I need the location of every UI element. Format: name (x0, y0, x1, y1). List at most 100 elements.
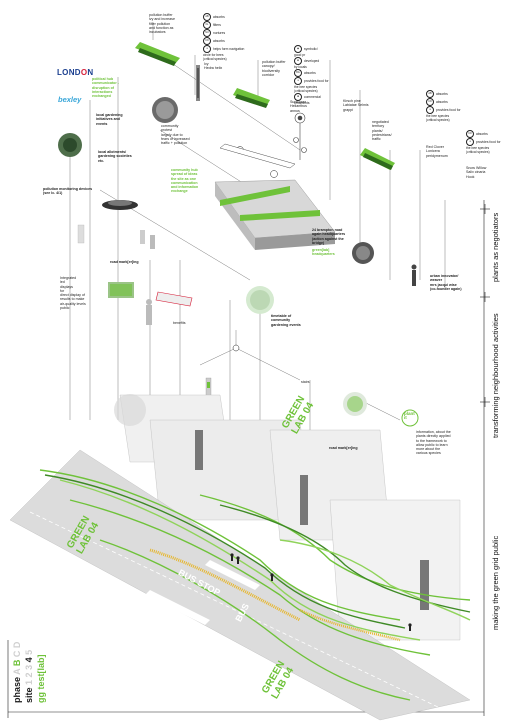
legend-b-text-4: commercial ornaments (294, 94, 321, 105)
label-pollution-buffer-right: pollution buffer canopy/ biodiversity co… (262, 60, 286, 77)
legend-b-item: ◉symbolic/ good pr (294, 45, 329, 57)
legend-b-item: ✿developed by locals (294, 57, 329, 69)
legend-a-text-0: absorbs (213, 14, 225, 19)
label-timetable: timetable of community gardening events (271, 314, 301, 327)
label-stairs: stairs (301, 380, 310, 384)
legend-a-text-1: filters (213, 22, 221, 27)
bee-icon: ✈ (294, 77, 302, 85)
legend-c-text-1: absorbs (436, 99, 448, 104)
london-logo-end: N (87, 68, 94, 77)
legend-b-text-1: developed by locals (294, 58, 320, 69)
label-road-marking-top: road mark[er]ing (110, 260, 139, 264)
label-negotiated: negotiated territory plants/ pedestrians… (372, 120, 392, 142)
legend-c-text-3: absorbs (476, 131, 488, 136)
label-local-allotments: local allotments/ gardening societies et… (98, 150, 132, 163)
bridge-block (214, 143, 336, 250)
car-and-devices (77, 200, 155, 249)
phase-letter-d: D (12, 641, 22, 649)
legend-b-item: ✈provides food for the bee species (crit… (294, 77, 329, 93)
london-logo-o: O (80, 68, 88, 77)
label-action-hq: green[lab] headquarters (312, 248, 335, 257)
label-community-protest: community protest largely due to fears o… (161, 124, 190, 146)
phase-letter-c: C (12, 650, 22, 658)
legend-c-text-2: provides food for the bee species (criti… (426, 107, 461, 122)
legend-c-text-0: absorbs (436, 91, 448, 96)
road (9, 449, 471, 721)
legend-a-item: ✈helps form navigation circle for bees (… (203, 45, 244, 61)
london-logo: LONDON (57, 68, 93, 77)
label-ivy: Ivy Hedra helix (204, 62, 223, 71)
bexley-logo: bexley (58, 95, 82, 104)
locals-icon: ✿ (294, 57, 302, 65)
heading-plants-as-negotiators: plants as negotiators (491, 212, 500, 282)
label-brampton-road: 24 brampton road again headquarters (act… (312, 228, 346, 245)
bee-icon: ✈ (466, 138, 474, 146)
heading-green-grid-public: making the green grid public (491, 535, 500, 630)
phase-row: phase A B C D (12, 642, 22, 703)
label-kirsch-pine: Kirsch pine Labiatae Selmis grappi (343, 99, 369, 112)
label-red-clover: Red Clover Lonicera peridymenum (426, 145, 448, 158)
photo-circles (58, 97, 419, 427)
label-urban-innovator: urban innovator/ weaver mrs jacqui wise … (430, 274, 462, 291)
legend-a-text-2: nurtures (213, 30, 226, 35)
legend-a-code-1: FL (203, 21, 211, 29)
legend-b-code-2: BG (294, 69, 302, 77)
project-name: gg test[lab] (36, 654, 46, 704)
legend-a-code-2: NU (203, 29, 211, 37)
site-number-1: 1 (24, 679, 34, 685)
legend-c-code-0: AB (426, 90, 434, 98)
site-number-5: 5 (24, 649, 34, 655)
london-logo-part: LOND (57, 68, 81, 77)
sunflower-drawing (293, 112, 307, 160)
buildings (114, 394, 461, 641)
project-row: gg test[lab] (36, 655, 46, 704)
label-local-gardening: local gardening initiatives and events (96, 113, 123, 126)
legend-c-item: ✈provides food for the bee species (crit… (426, 106, 461, 122)
bee-icon: ✈ (203, 45, 211, 53)
label-snow-willow: Snow Willow Salix cinaria Hook (466, 166, 487, 179)
totem-and-person (205, 264, 417, 403)
label-pollution-buffer-top: pollution buffer ivy and increase filter… (149, 13, 175, 35)
green-framework (39, 469, 471, 701)
phase-letter-b: B (12, 659, 22, 667)
label-info-plants: information, about the plants directly a… (416, 430, 451, 456)
legend-c-code-3: CO (466, 130, 474, 138)
label-plant-it: plant it (404, 411, 415, 421)
legend-d-item: ✈provides food for the bee species (crit… (466, 138, 501, 154)
label-community-hub: community hub spread of ideas the site a… (171, 168, 199, 194)
legend-a-code-3: CO (203, 37, 211, 45)
site-row: site 1 2 3 4 5 (24, 650, 34, 703)
legend-b-text-0: symbolic/ good pr (294, 46, 318, 57)
legend-c-code-1: CO (426, 98, 434, 106)
ornament-icon: ✺ (294, 93, 302, 101)
label-sunflower: Sunflower Helianthus annus (290, 100, 307, 113)
legend-b-text-3: provides food for the bee species (criti… (294, 78, 329, 93)
camera-icon: ◉ (294, 45, 302, 53)
legend-a-code-0: AB (203, 13, 211, 21)
heading-transforming-activities: transforming neighbourhood activities (491, 313, 500, 438)
legend-b: ◉symbolic/ good pr ✿developed by locals … (294, 45, 329, 105)
site-number-2: 2 (24, 672, 34, 678)
label-benefits: benefits (173, 321, 186, 325)
label-road-marking-low: road mark[er]ing (329, 446, 358, 450)
legend-b-text-2: absorbs (304, 70, 316, 75)
phase-letter-a: A (12, 668, 22, 675)
label-political-hub: political hub communicator - disruption … (92, 77, 119, 99)
phase-word: phase (12, 676, 22, 703)
site-number-3: 3 (24, 664, 34, 670)
label-pollution-devices: pollution monitoring devices (see lc. 4/… (43, 187, 93, 196)
label-integrated-led: Integrated led displays for direct displ… (60, 276, 86, 311)
